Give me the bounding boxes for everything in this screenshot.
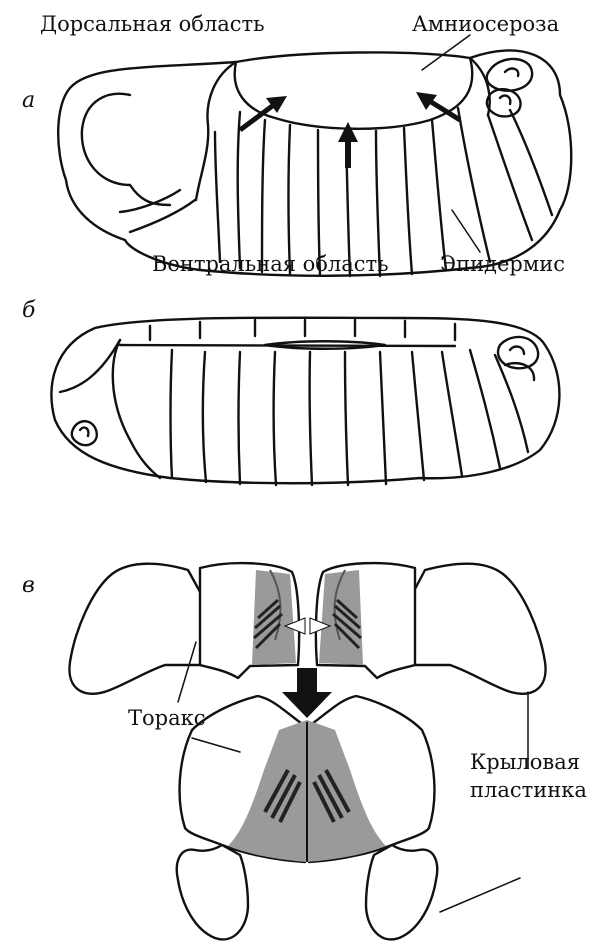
panel-label-a: а <box>22 90 35 112</box>
panel-label-b: б <box>22 300 35 322</box>
dorsal-seam <box>120 345 455 346</box>
fusion-arrow <box>282 668 332 718</box>
embryo-b <box>51 318 559 485</box>
label-amnioserosa: Амниосероза <box>412 14 559 35</box>
label-wing-disc-line2: пластинка <box>470 780 587 801</box>
label-dorsal-region: Дорсальная область <box>40 14 265 35</box>
embryo-a <box>58 35 571 276</box>
panel-label-c: в <box>22 575 35 597</box>
left-wing-blade <box>177 845 248 939</box>
label-thorax: Торакс <box>128 708 206 729</box>
label-wing-disc-line1: Крыловая <box>470 752 580 773</box>
embryo-a-body <box>58 50 571 275</box>
leader-wing-disc <box>440 878 520 912</box>
label-epidermis: Эпидермис <box>440 254 565 275</box>
right-wing-blade <box>366 845 437 939</box>
label-ventral-region: Вентральная область <box>152 254 389 275</box>
